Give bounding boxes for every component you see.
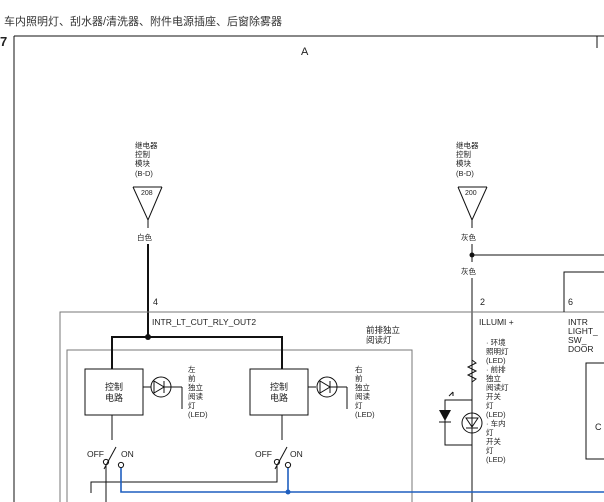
svg-text:左: 左 — [188, 364, 196, 374]
right-switch-on-label: ON — [290, 449, 303, 459]
door-switch-signal-wire — [120, 468, 604, 493]
svg-text:· 前排: · 前排 — [486, 364, 506, 374]
svg-text:SW_: SW_ — [568, 335, 587, 345]
page-mark: 7 — [0, 34, 7, 49]
svg-text:右: 右 — [355, 364, 363, 374]
svg-text:控制: 控制 — [456, 149, 471, 159]
svg-text:· 环境: · 环境 — [486, 337, 506, 347]
right-connector-symbol: 200 — [457, 186, 488, 222]
svg-text:控制: 控制 — [270, 381, 288, 392]
left-switch-on-contact — [117, 461, 125, 469]
power-bus — [111, 336, 283, 369]
svg-text:模块: 模块 — [456, 158, 471, 168]
svg-text:DOOR: DOOR — [568, 344, 594, 354]
adjacent-module-frame — [563, 271, 604, 312]
right-lamp-label: 右 前 独立 阅读 灯 (LED) — [355, 364, 375, 419]
right-reading-lamp-unit: 控制 电路 右 前 独立 阅读 灯 (LED) OFF ON — [106, 364, 375, 483]
pin6-signal: INTR LIGHT_ SW_ DOOR — [568, 317, 598, 354]
left-pin-number: 208 — [141, 190, 153, 197]
right-source-label: 继电器 控制 模块 (B-D) — [456, 140, 479, 178]
section-letter: A — [301, 46, 309, 58]
svg-text:继电器: 继电器 — [456, 140, 479, 150]
svg-text:· 车内: · 车内 — [486, 418, 506, 428]
right-control-circuit-box — [249, 368, 309, 416]
resistor-icon — [466, 359, 478, 383]
svg-text:独立: 独立 — [188, 382, 203, 392]
svg-text:开关: 开关 — [486, 391, 501, 401]
svg-text:INTR: INTR — [568, 317, 588, 327]
front-lamp-frame — [66, 349, 413, 502]
diode-icon — [439, 410, 451, 421]
svg-text:灯: 灯 — [188, 400, 196, 410]
front-lamp-title: 前排独立 阅读灯 — [366, 325, 401, 345]
svg-text:电路: 电路 — [270, 392, 288, 403]
left-led-icon — [150, 376, 172, 398]
svg-text:前: 前 — [188, 373, 196, 383]
right-wire-color-bottom: 灰色 — [461, 266, 476, 276]
pin4-signal: INTR_LT_CUT_RLY_OUT2 — [152, 317, 256, 327]
left-connector-symbol: 208 — [132, 186, 163, 222]
right-switch-on-contact — [284, 461, 292, 469]
left-switch-off-label: OFF — [87, 449, 104, 459]
svg-text:(LED): (LED) — [486, 410, 506, 419]
pin4-number: 4 — [153, 297, 158, 307]
right-switch-off-label: OFF — [255, 449, 272, 459]
pin2-number: 2 — [480, 297, 485, 307]
svg-text:继电器: 继电器 — [135, 140, 158, 150]
pin2-signal: ILLUMI + — [479, 317, 514, 327]
left-source-label: 继电器 控制 模块 (B-D) — [135, 140, 158, 178]
svg-text:(LED): (LED) — [486, 455, 506, 464]
svg-text:阅读灯: 阅读灯 — [486, 382, 509, 392]
svg-text:阅读: 阅读 — [355, 391, 370, 401]
svg-text:阅读: 阅读 — [188, 391, 203, 401]
power-bus-junction — [145, 334, 151, 340]
svg-text:模块: 模块 — [135, 158, 150, 168]
svg-text:(B-D): (B-D) — [456, 169, 474, 178]
svg-text:独立: 独立 — [486, 373, 501, 383]
left-switch-on-label: ON — [121, 449, 134, 459]
right-wire-color-top: 灰色 — [461, 232, 476, 242]
svg-text:灯: 灯 — [486, 427, 494, 437]
right-edge-box — [585, 362, 604, 460]
svg-text:独立: 独立 — [355, 382, 370, 392]
svg-text:控制: 控制 — [135, 149, 150, 159]
svg-text:灯: 灯 — [486, 445, 494, 455]
module-frame — [59, 311, 604, 502]
svg-text:电路: 电路 — [105, 392, 123, 403]
left-reading-lamp-unit: 控制 电路 左 前 独立 阅读 灯 (LED) OFF ON — [84, 364, 208, 502]
pin6-number: 6 — [568, 297, 573, 307]
svg-text:(B-D): (B-D) — [135, 169, 153, 178]
svg-text:前排独立: 前排独立 — [366, 325, 401, 335]
illumination-led — [439, 359, 483, 446]
right-led-icon — [316, 376, 338, 398]
svg-text:前: 前 — [355, 373, 363, 383]
svg-text:(LED): (LED) — [188, 410, 208, 419]
svg-text:阅读灯: 阅读灯 — [366, 335, 392, 345]
svg-text:(LED): (LED) — [486, 356, 506, 365]
svg-text:灯: 灯 — [486, 400, 494, 410]
page-title: 车内照明灯、刮水器/清洗器、附件电源插座、后窗除雾器 — [4, 14, 282, 28]
svg-text:照明灯: 照明灯 — [486, 346, 509, 356]
svg-text:LIGHT_: LIGHT_ — [568, 326, 598, 336]
left-wire-color: 白色 — [137, 232, 152, 242]
right-pin-number: 200 — [465, 190, 477, 197]
left-lamp-label: 左 前 独立 阅读 灯 (LED) — [188, 364, 208, 419]
illumination-notes: · 环境 照明灯 (LED) · 前排 独立 阅读灯 开关 灯 (LED) · … — [486, 337, 509, 464]
svg-text:开关: 开关 — [486, 436, 501, 446]
svg-text:灯: 灯 — [355, 400, 363, 410]
right-edge-letter: C — [595, 422, 602, 432]
left-control-circuit-box — [84, 368, 144, 416]
svg-text:(LED): (LED) — [355, 410, 375, 419]
svg-text:控制: 控制 — [105, 381, 123, 392]
